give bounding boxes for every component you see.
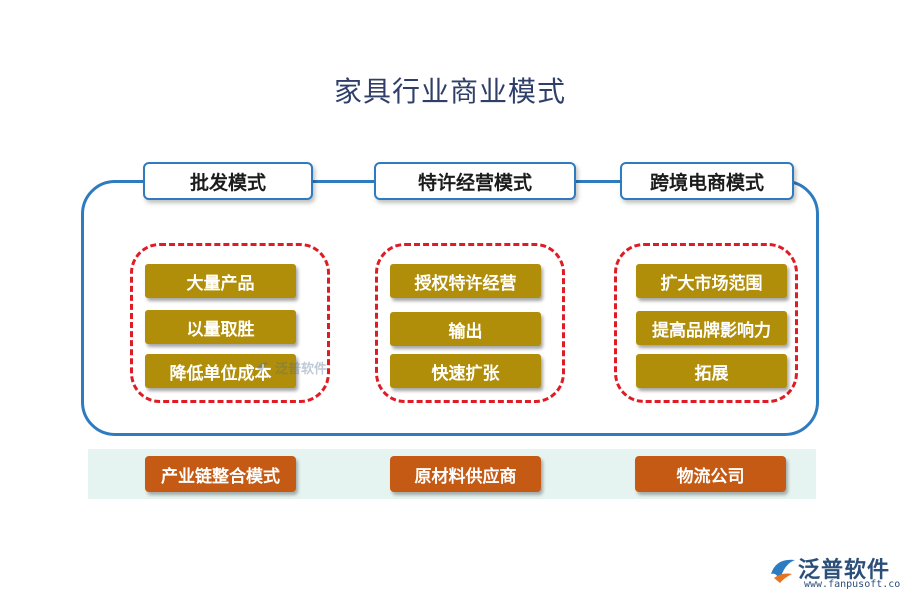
fanpu-logo-icon	[771, 559, 795, 583]
logo-url: www.fanpusoft.com	[804, 579, 900, 590]
wholesale-item: 大量产品	[145, 264, 296, 298]
wholesale-group	[130, 243, 330, 403]
ecommerce-item: 提高品牌影响力	[636, 311, 787, 345]
ecommerce-item: 扩大市场范围	[636, 264, 787, 298]
header-wholesale: 批发模式	[143, 162, 313, 200]
bottom-item-logistics: 物流公司	[635, 456, 786, 492]
ecommerce-group	[614, 243, 798, 403]
diagram-title: 家具行业商业模式	[333, 75, 566, 108]
logo-name: 泛普软件	[798, 558, 891, 583]
wholesale-item: 降低单位成本	[145, 354, 296, 388]
franchise-item: 快速扩张	[390, 354, 541, 388]
ecommerce-item: 拓展	[636, 354, 787, 388]
watermark-icon	[257, 362, 269, 372]
header-cross-border-ecommerce: 跨境电商模式	[620, 162, 794, 200]
franchise-item: 授权特许经营	[390, 264, 541, 298]
franchise-item: 输出	[390, 312, 541, 346]
business-model-frame	[81, 180, 819, 436]
wholesale-item: 以量取胜	[145, 310, 296, 344]
bottom-item-industry-chain: 产业链整合模式	[145, 456, 296, 492]
fanpu-logo: 泛普软件 www.fanpusoft.com	[768, 552, 900, 596]
bottom-item-raw-material-supplier: 原材料供应商	[390, 456, 541, 492]
franchise-group	[375, 243, 565, 403]
watermark: 泛普软件	[255, 355, 335, 379]
watermark-text: 泛普软件	[275, 361, 328, 377]
header-franchise: 特许经营模式	[374, 162, 576, 200]
